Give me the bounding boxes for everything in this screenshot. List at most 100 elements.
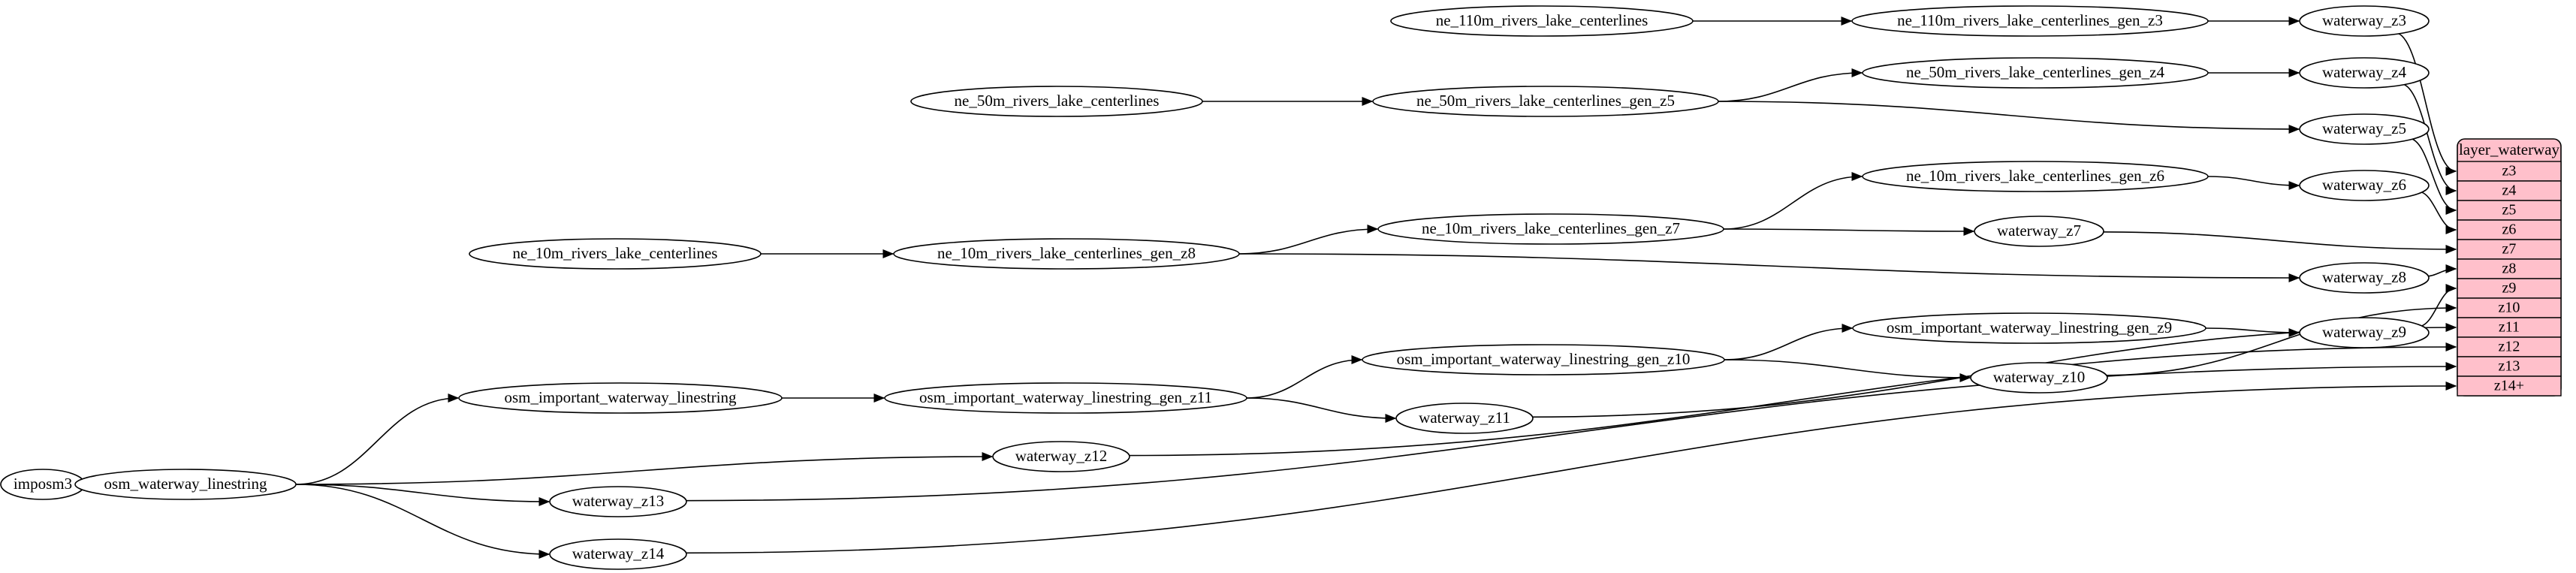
edge-arrowhead-icon — [1963, 227, 1975, 236]
node-ellipse-ne_50m_rivers_lake_centerlines_gen_z5 — [1372, 86, 1719, 117]
graph-node-osm_important_waterway_linestring_gen_z11[interactable]: osm_important_waterway_linestring_gen_z1… — [884, 382, 1247, 414]
graph-node-imposm3[interactable]: imposm3 — [0, 469, 86, 500]
graph-node-waterway_z8[interactable]: waterway_z8 — [2299, 262, 2430, 294]
graph-edge-ne_50m_rivers_lake_centerlines_gen_z5-to-ne_50m_rivers_lake_centerlines_gen_z4 — [1718, 68, 1863, 102]
graph-edge-ne_110m_rivers_lake_centerlines_gen_z3-to-waterway_z3 — [2208, 17, 2300, 26]
graph-node-ne_110m_rivers_lake_centerlines_gen_z3[interactable]: ne_110m_rivers_lake_centerlines_gen_z3 — [1851, 5, 2209, 37]
node-label-ne_110m_rivers_lake_centerlines_gen_z3: ne_110m_rivers_lake_centerlines_gen_z3 — [1897, 11, 2163, 29]
edge-arrowhead-icon — [1362, 97, 1374, 106]
record-row-z10[interactable] — [2457, 297, 2562, 318]
graph-node-waterway_z6[interactable]: waterway_z6 — [2299, 170, 2430, 201]
graph-node-ne_10m_rivers_lake_centerlines[interactable]: ne_10m_rivers_lake_centerlines — [469, 238, 762, 270]
node-label-waterway_z3: waterway_z3 — [2322, 11, 2406, 29]
graph-node-osm_waterway_linestring[interactable]: osm_waterway_linestring — [74, 469, 297, 500]
edge-line — [295, 397, 459, 485]
graph-edge-ne_10m_rivers_lake_centerlines_gen_z7-to-ne_10m_rivers_lake_centerlines_gen_z6 — [1723, 172, 1863, 230]
edge-arrowhead-icon — [2445, 362, 2457, 371]
node-label-waterway_z10: waterway_z10 — [1993, 368, 2085, 386]
graph-node-waterway_z14[interactable]: waterway_z14 — [549, 538, 687, 570]
record-row-z8[interactable] — [2457, 258, 2562, 279]
record-node-layer_waterway[interactable]: layer_waterwayz3z4z5z6z7z8z9z10z11z12z13… — [2457, 138, 2562, 397]
edge-line — [1718, 72, 1863, 102]
graph-edge-waterway_z3-to-layer_waterway — [2395, 32, 2457, 176]
graph-edge-osm_important_waterway_linestring_gen_z10-to-waterway_z10 — [1724, 359, 1971, 382]
node-ellipse-ne_50m_rivers_lake_centerlines_gen_z4 — [1862, 57, 2209, 89]
edge-line — [680, 385, 2457, 554]
node-ellipse-ne_110m_rivers_lake_centerlines_gen_z3 — [1851, 5, 2209, 37]
record-node-layer: layer_waterwayz3z4z5z6z7z8z9z10z11z12z13… — [2457, 138, 2562, 397]
graph-node-waterway_z3[interactable]: waterway_z3 — [2299, 5, 2430, 37]
graph-node-osm_important_waterway_linestring[interactable]: osm_important_waterway_linestring — [458, 382, 783, 414]
edge-line — [1238, 253, 2300, 279]
node-label-waterway_z11: waterway_z11 — [1419, 409, 1510, 427]
graph-edge-ne_10m_rivers_lake_centerlines_gen_z7-to-waterway_z7 — [1723, 227, 1975, 236]
node-ellipse-ne_10m_rivers_lake_centerlines_gen_z8 — [893, 238, 1240, 270]
edge-arrowhead-icon — [2445, 342, 2457, 351]
record-row-z3[interactable] — [2457, 161, 2562, 182]
edge-line — [2207, 176, 2300, 186]
record-cell-label-z6: z6 — [2502, 222, 2517, 238]
graph-node-waterway_z10[interactable]: waterway_z10 — [1970, 362, 2108, 394]
node-ellipse-ne_50m_rivers_lake_centerlines — [910, 86, 1203, 117]
graph-edge-waterway_z14-to-layer_waterway — [680, 381, 2457, 554]
graph-edge-waterway_z13-to-layer_waterway — [680, 362, 2457, 502]
graph-edge-ne_10m_rivers_lake_centerlines_gen_z6-to-waterway_z6 — [2207, 176, 2300, 190]
graph-edge-osm_waterway_linestring-to-waterway_z12 — [295, 452, 994, 485]
graph-node-waterway_z9[interactable]: waterway_z9 — [2299, 317, 2430, 348]
graph-edge-osm_important_waterway_linestring-to-osm_important_waterway_linestring_gen_z11 — [781, 394, 885, 403]
record-title: layer_waterway — [2459, 140, 2560, 158]
edge-arrowhead-icon — [1851, 172, 1863, 181]
graph-edge-ne_10m_rivers_lake_centerlines_gen_z8-to-ne_10m_rivers_lake_centerlines_gen_z7 — [1238, 225, 1379, 255]
graph-edge-ne_10m_rivers_lake_centerlines_gen_z8-to-waterway_z8 — [1238, 253, 2300, 282]
edge-line — [1124, 346, 2457, 457]
edge-line — [2400, 83, 2457, 192]
edge-line — [1238, 228, 1378, 255]
node-ellipse-osm_important_waterway_linestring — [458, 382, 783, 414]
node-ellipse-waterway_z5 — [2299, 113, 2430, 145]
node-label-waterway_z4: waterway_z4 — [2322, 63, 2406, 81]
node-ellipse-ne_110m_rivers_lake_centerlines — [1390, 5, 1694, 37]
graph-node-ne_10m_rivers_lake_centerlines_gen_z8[interactable]: ne_10m_rivers_lake_centerlines_gen_z8 — [893, 238, 1240, 270]
edge-arrowhead-icon — [2445, 167, 2457, 176]
node-ellipse-waterway_z6 — [2299, 170, 2430, 201]
record-cell-label-z7: z7 — [2502, 241, 2517, 258]
graph-node-ne_10m_rivers_lake_centerlines_gen_z6[interactable]: ne_10m_rivers_lake_centerlines_gen_z6 — [1862, 161, 2209, 192]
node-ellipse-osm_important_waterway_linestring_gen_z10 — [1362, 344, 1725, 375]
edge-arrowhead-icon — [448, 394, 460, 403]
edge-arrowhead-icon — [2288, 181, 2300, 190]
record-row-z11[interactable] — [2457, 317, 2562, 338]
graph-node-waterway_z12[interactable]: waterway_z12 — [992, 441, 1130, 472]
graph-node-ne_50m_rivers_lake_centerlines_gen_z4[interactable]: ne_50m_rivers_lake_centerlines_gen_z4 — [1862, 57, 2209, 89]
graph-node-ne_110m_rivers_lake_centerlines[interactable]: ne_110m_rivers_lake_centerlines — [1390, 5, 1694, 37]
graph-node-ne_10m_rivers_lake_centerlines_gen_z7[interactable]: ne_10m_rivers_lake_centerlines_gen_z7 — [1377, 213, 1724, 245]
graph-node-waterway_z5[interactable]: waterway_z5 — [2299, 113, 2430, 145]
edge-arrowhead-icon — [873, 394, 885, 403]
record-row-z4[interactable] — [2457, 180, 2562, 201]
record-row-z12[interactable] — [2457, 336, 2562, 357]
node-label-waterway_z14: waterway_z14 — [572, 544, 665, 562]
graph-node-osm_important_waterway_linestring_gen_z10[interactable]: osm_important_waterway_linestring_gen_z1… — [1362, 344, 1725, 375]
edge-arrowhead-icon — [1851, 68, 1863, 77]
record-cell-label-z8: z8 — [2502, 261, 2517, 277]
node-ellipse-waterway_z4 — [2299, 57, 2430, 89]
node-ellipse-ne_10m_rivers_lake_centerlines_gen_z6 — [1862, 161, 2209, 192]
graph-edge-waterway_z5-to-layer_waterway — [2409, 137, 2457, 215]
edge-arrowhead-icon — [1367, 225, 1379, 234]
edge-arrowhead-icon — [538, 550, 550, 559]
graph-node-waterway_z11[interactable]: waterway_z11 — [1395, 403, 1534, 434]
graph-node-waterway_z13[interactable]: waterway_z13 — [549, 486, 687, 517]
graph-edge-ne_10m_rivers_lake_centerlines-to-ne_10m_rivers_lake_centerlines_gen_z8 — [760, 249, 894, 258]
graph-node-ne_50m_rivers_lake_centerlines[interactable]: ne_50m_rivers_lake_centerlines — [910, 86, 1203, 117]
node-ellipse-waterway_z9 — [2299, 317, 2430, 348]
edge-line — [295, 484, 550, 502]
graph-node-waterway_z7[interactable]: waterway_z7 — [1974, 216, 2104, 247]
edge-line — [1246, 397, 1396, 419]
graph-node-osm_important_waterway_linestring_gen_z9[interactable]: osm_important_waterway_linestring_gen_z9 — [1852, 312, 2206, 344]
edge-arrowhead-icon — [2288, 125, 2300, 134]
record-row-z14+[interactable] — [2457, 375, 2562, 397]
graph-node-waterway_z4[interactable]: waterway_z4 — [2299, 57, 2430, 89]
graph-node-ne_50m_rivers_lake_centerlines_gen_z5[interactable]: ne_50m_rivers_lake_centerlines_gen_z5 — [1372, 86, 1719, 117]
record-cell-label-z3: z3 — [2502, 163, 2517, 179]
